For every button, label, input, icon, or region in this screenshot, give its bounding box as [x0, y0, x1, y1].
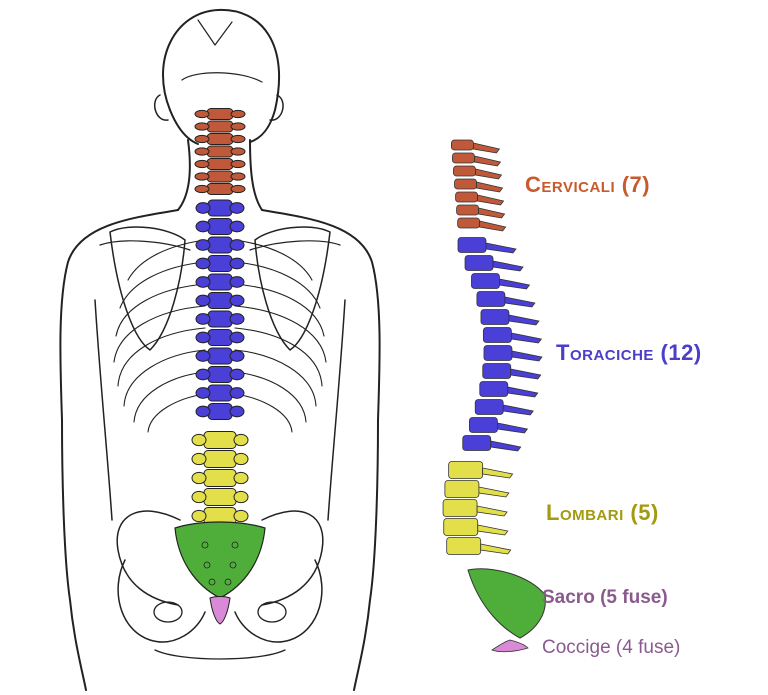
side-cervical-vertebra [453, 165, 503, 180]
back-cervical-vertebra [194, 183, 246, 195]
side-thoracic-vertebra [464, 255, 524, 272]
side-thoracic-vertebra [476, 291, 536, 308]
side-lumbar-vertebra [444, 480, 510, 498]
body-back-view [59, 8, 381, 691]
torso-left [59, 209, 179, 691]
side-cervical-vertebra [455, 191, 505, 206]
side-thoracic-vertebra [482, 327, 543, 344]
back-thoracic-vertebra [195, 199, 245, 217]
label-thoracic: Toraciche (12) [556, 340, 702, 365]
back-cervical-vertebra [194, 133, 246, 145]
side-thoracic-vertebra [482, 363, 542, 380]
back-cervical-vertebra [194, 145, 246, 158]
back-sacrum [174, 521, 266, 599]
neck-left [177, 139, 191, 211]
back-thoracic-vertebra [195, 403, 245, 420]
side-thoracic-vertebra [474, 399, 534, 416]
side-thoracic-vertebra [462, 435, 522, 452]
label-sacrum: Sacro (5 fuse) [542, 587, 668, 608]
left-scapula [109, 226, 186, 351]
left-iliac [116, 510, 181, 606]
back-thoracic-vertebra [195, 329, 245, 346]
right-iliac [261, 510, 324, 606]
back-lumbar-vertebra [191, 469, 249, 487]
back-cervical-vertebra [194, 108, 246, 120]
back-thoracic-vertebra [195, 366, 245, 383]
back-lumbar-vertebra [191, 450, 249, 468]
side-cervical-vertebra [454, 178, 504, 193]
side-sacrum [467, 568, 546, 639]
side-thoracic-vertebra [471, 273, 531, 290]
back-thoracic-vertebra [195, 255, 245, 272]
back-view-spine [174, 108, 266, 625]
side-view-spine [442, 139, 546, 653]
side-thoracic-vertebra [480, 309, 540, 326]
back-coccyx [209, 596, 231, 625]
side-lumbar-vertebra [448, 461, 514, 479]
back-thoracic-vertebra [195, 384, 245, 402]
head-outline [162, 8, 280, 143]
head-lower [169, 109, 199, 145]
right-scapula [254, 226, 331, 351]
side-lumbar-vertebra [446, 537, 512, 555]
side-thoracic-vertebra [483, 345, 543, 362]
back-thoracic-vertebra [195, 218, 245, 235]
side-thoracic-vertebra [469, 417, 529, 434]
side-cervical-vertebra [457, 217, 507, 232]
back-cervical-vertebra [194, 170, 246, 183]
left-ribs [113, 239, 206, 433]
side-thoracic-vertebra [479, 381, 539, 398]
side-cervical-vertebra [452, 152, 502, 167]
back-thoracic-vertebra [195, 273, 245, 291]
side-lumbar-vertebra [442, 499, 508, 517]
right-ribs [234, 239, 327, 433]
back-thoracic-vertebra [195, 347, 245, 365]
back-thoracic-vertebra [195, 310, 245, 328]
back-thoracic-vertebra [195, 236, 245, 254]
side-thoracic-vertebra [457, 237, 517, 254]
side-cervical-vertebra [450, 139, 501, 154]
side-cervical-vertebra [456, 204, 506, 219]
back-lumbar-vertebra [191, 431, 249, 449]
torso-right [261, 209, 381, 691]
label-coccyx: Coccige (4 fuse) [542, 637, 681, 658]
label-cervical: Cervicali (7) [525, 172, 651, 197]
back-cervical-vertebra [194, 158, 246, 170]
back-cervical-vertebra [194, 120, 246, 133]
side-lumbar-vertebra [443, 518, 509, 536]
back-lumbar-vertebra [191, 507, 249, 525]
label-lumbar: Lombari (5) [546, 500, 659, 525]
neck-right [249, 139, 263, 211]
back-lumbar-vertebra [191, 488, 249, 506]
back-thoracic-vertebra [195, 292, 245, 309]
side-coccyx [491, 639, 529, 653]
